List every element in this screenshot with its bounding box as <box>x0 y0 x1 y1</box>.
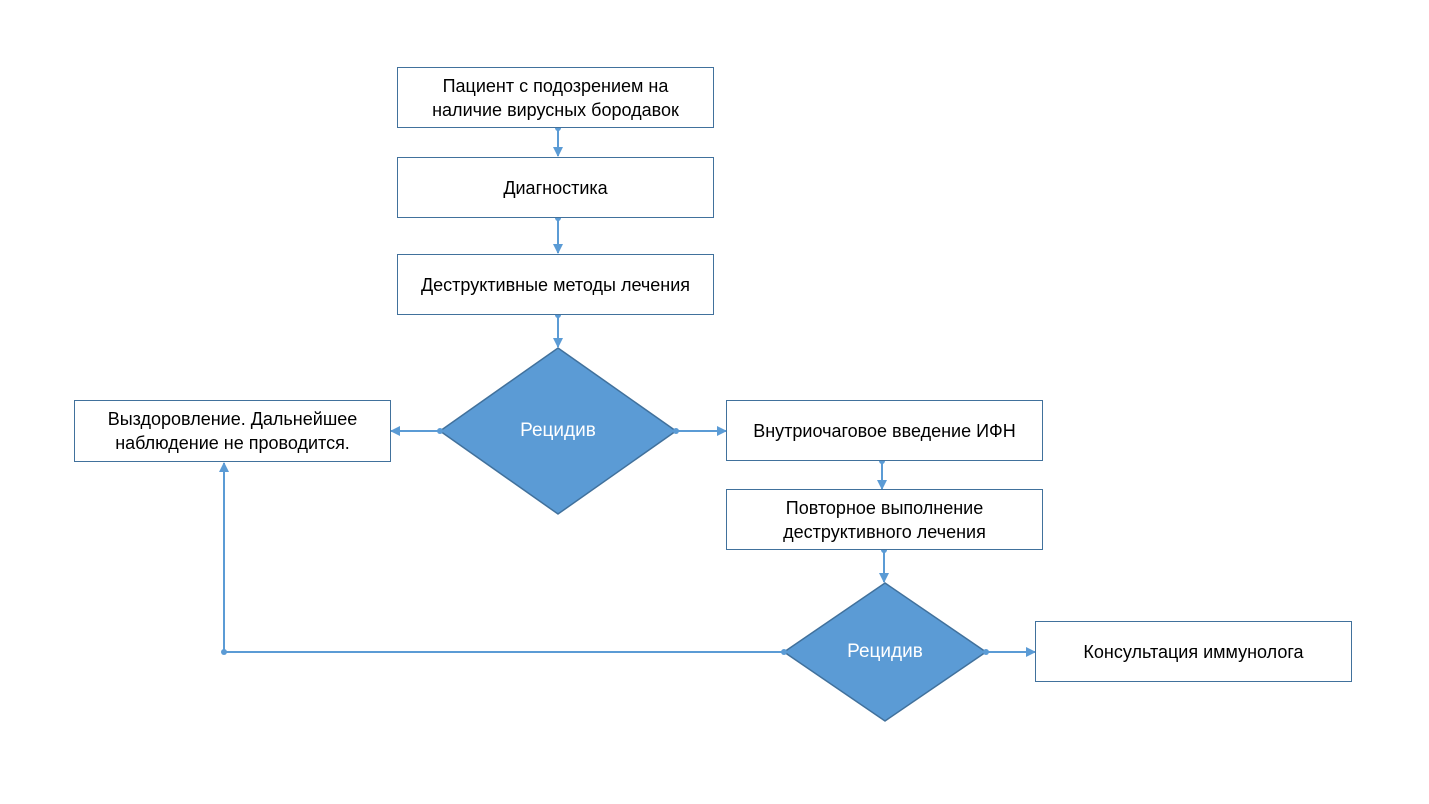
node-immunologist-label: Консультация иммунолога <box>1083 641 1304 662</box>
decision-diamond-2 <box>782 582 988 722</box>
node-destructive-treatment: Деструктивные методы лечения <box>397 254 714 315</box>
decision2-label: Рецидив <box>847 641 923 662</box>
node-ifn-label: Внутриочаговое введение ИФН <box>753 420 1016 441</box>
node-repeat-treatment-label: Повторное выполнение деструктивного лече… <box>783 497 986 542</box>
connection-dot <box>983 649 989 655</box>
node-recovery-label: Выздоровление. Дальнейшее наблюдение не … <box>107 409 358 453</box>
decision1-label: Рецидив <box>520 420 596 441</box>
node-immunologist: Консультация иммунолога <box>1035 621 1352 682</box>
decision2-text: Рецидив <box>784 583 986 721</box>
node-ifn: Внутриочаговое введение ИФН <box>726 400 1043 461</box>
connection-dot <box>673 428 679 434</box>
decision1-text: Рецидив <box>440 348 676 514</box>
node-recovery: Выздоровление. Дальнейшее наблюдение не … <box>74 400 391 462</box>
node-patient-label: Пациент с подозрением на наличие вирусны… <box>432 75 679 120</box>
connection-dot <box>221 649 227 655</box>
connection-dot <box>437 428 443 434</box>
connection-dot <box>781 649 787 655</box>
node-destructive-treatment-label: Деструктивные методы лечения <box>420 274 690 295</box>
node-repeat-treatment: Повторное выполнение деструктивного лече… <box>726 489 1043 550</box>
decision-diamond-1 <box>438 347 678 515</box>
node-patient: Пациент с подозрением на наличие вирусны… <box>397 67 714 128</box>
node-diagnostics: Диагностика <box>397 157 714 218</box>
node-diagnostics-label: Диагностика <box>503 177 608 198</box>
